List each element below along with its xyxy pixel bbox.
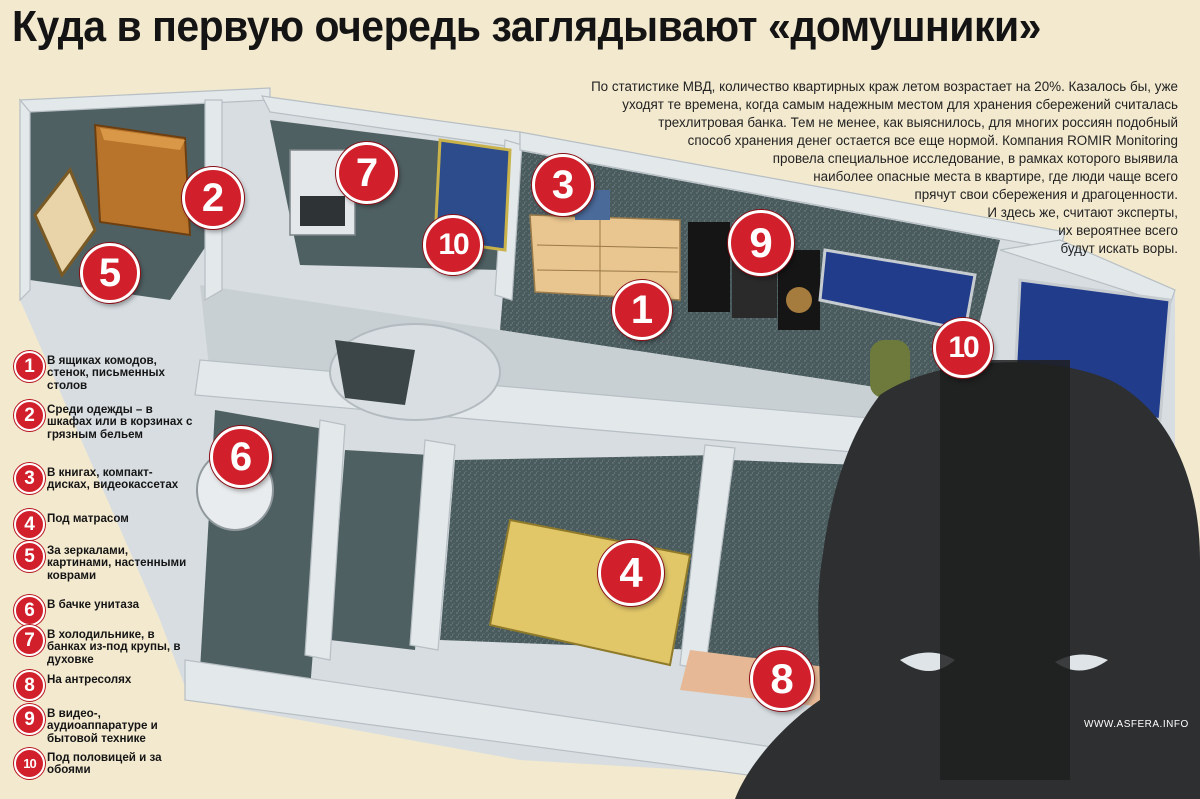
legend-text: За зеркалами, картинами, настенными ковр… <box>47 544 187 582</box>
hall-stand <box>335 340 415 405</box>
dresser <box>529 214 681 301</box>
marker-1: 1 <box>612 280 672 340</box>
intro-line: уходят те времена, когда самым надежным … <box>622 97 1178 112</box>
door-frame <box>940 360 1070 780</box>
marker-6: 6 <box>210 426 272 488</box>
marker-8: 8 <box>750 647 814 711</box>
marker-5: 5 <box>80 243 140 303</box>
wall-left <box>19 98 31 302</box>
painting <box>33 167 97 278</box>
legend-text: В ящиках комодов, стенок, письменных сто… <box>47 354 165 392</box>
toilet-floor <box>330 450 430 650</box>
marker-7: 7 <box>336 142 398 204</box>
intro-line: прячут свои сбережения и драгоценности. <box>914 187 1178 202</box>
legend-number-badge: 6 <box>14 595 45 626</box>
intro-text: По статистике МВД, количество квартирных… <box>440 78 1178 258</box>
legend-number-badge: 1 <box>14 351 45 382</box>
watermark: WWW.ASFERA.INFO <box>1084 719 1189 730</box>
marker-9: 9 <box>728 210 794 276</box>
legend-text: На антресолях <box>47 673 132 686</box>
intro-line: провела специальное исследование, в рамк… <box>772 151 1178 166</box>
intro-line: И здесь же, считают эксперты, <box>987 205 1178 220</box>
legend-text: В видео-, аудиоаппаратуре и бытовой техн… <box>47 707 158 745</box>
legend-number-badge: 8 <box>14 670 45 701</box>
legend-text: Среди одежды – в шкафах или в корзинах с… <box>47 403 193 441</box>
intro-line: будут искать воры. <box>1060 241 1178 256</box>
legend-text: В холодильнике, в банках из-под крупы, в… <box>47 628 181 666</box>
marker-3: 3 <box>532 154 594 216</box>
legend-text: В книгах, компакт-дисках, видеокассетах <box>47 466 179 492</box>
legend-number-badge: 4 <box>14 509 45 540</box>
legend-number-badge: 3 <box>14 463 45 494</box>
legend-number-badge: 9 <box>14 704 45 735</box>
rolled-rug <box>870 340 910 398</box>
legend-number-badge: 2 <box>14 400 45 431</box>
legend-text: Под матрасом <box>47 512 129 525</box>
wall-bath-right <box>304 419 346 661</box>
wardrobe <box>93 123 192 237</box>
marker-2: 2 <box>182 167 244 229</box>
wall-toilet-right <box>409 439 456 651</box>
marker-10-kitchen: 10 <box>423 215 483 275</box>
legend-number-badge: 10 <box>14 748 45 779</box>
intro-line: трехлитровая банка. Тем не менее, как вы… <box>658 115 1178 130</box>
legend-number-badge: 7 <box>14 625 45 656</box>
page-title: Куда в первую очередь заглядывают «домуш… <box>12 2 1041 51</box>
intro-line: наиболее опасные места в квартире, где л… <box>813 169 1178 184</box>
marker-10-living: 10 <box>933 318 993 378</box>
intro-line: их вероятнее всего <box>1058 223 1178 238</box>
legend-text: В бачке унитаза <box>47 598 140 611</box>
intro-line: По статистике МВД, количество квартирных… <box>591 79 1178 94</box>
intro-line: способ хранения денег остается все еще н… <box>687 133 1178 148</box>
legend-text: Под половицей и за обоями <box>47 751 162 777</box>
marker-4: 4 <box>598 540 664 606</box>
legend-number-badge: 5 <box>14 541 45 572</box>
speaker-left <box>688 222 730 312</box>
